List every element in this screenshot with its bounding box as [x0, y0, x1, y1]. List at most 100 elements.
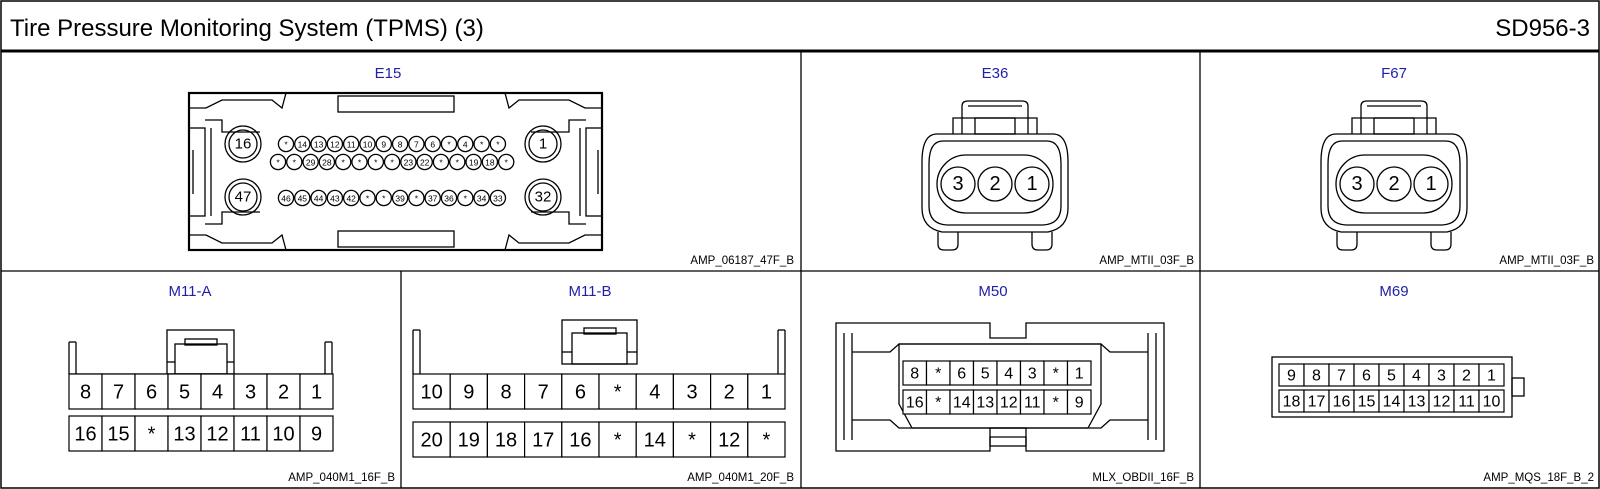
e15-model: AMP_06187_47F_B [690, 255, 794, 267]
e15-pin-label: 13 [314, 140, 324, 150]
e15-pin-label: 36 [444, 194, 454, 204]
m11b-pin-cell [635, 373, 675, 410]
m11a-pin-label: 6 [146, 382, 157, 404]
e36-model: AMP_MTII_03F_B [1099, 255, 1194, 267]
e15-pin-label: * [366, 194, 370, 204]
m50-pin-label: 8 [910, 366, 919, 383]
m11b-pin-label: 7 [538, 382, 549, 404]
m11b-pin-label: 6 [575, 382, 586, 404]
m50-pin-label: 6 [957, 366, 966, 383]
m50-pin-label: * [1053, 395, 1059, 412]
e15-pin-label: * [439, 158, 443, 168]
f67-pin [1339, 166, 1375, 202]
m50-name: M50 [978, 283, 1007, 300]
e15-pin [367, 153, 385, 171]
m50-pin-label: 3 [1028, 366, 1037, 383]
m11b-pin-cell [709, 421, 749, 458]
m69-pin-label: 7 [1337, 368, 1346, 385]
e15-pin [375, 135, 393, 153]
e15-pin [457, 135, 474, 153]
m11b-pin-cell [486, 373, 526, 410]
m11b-pin-label: 4 [649, 382, 660, 404]
e15-pin [489, 189, 507, 207]
m11a-pin-label: 10 [272, 424, 294, 446]
m11b-pin-label: 18 [495, 430, 517, 452]
e15-pin-label: * [374, 158, 378, 168]
m11a-pin-label: 3 [245, 382, 256, 404]
m11b-pin-label: 2 [724, 382, 735, 404]
m11b-pin-label: 20 [420, 430, 442, 452]
e15-pin-label: * [447, 140, 451, 150]
e15-pin [359, 189, 376, 207]
e15-pin [416, 153, 433, 171]
m11b-pin-label: 9 [463, 382, 474, 404]
e15-pin [440, 135, 458, 153]
f67-pin-label: 3 [1351, 173, 1362, 195]
e15-big-pin-ring [224, 178, 262, 216]
m50-pin-label: 14 [953, 395, 971, 412]
m11b-pin-cell [523, 421, 563, 458]
e15-pin-label: * [496, 140, 500, 150]
m11a-pin-label: * [148, 424, 156, 446]
m11a-pin-cell [101, 415, 136, 452]
e15-pin [294, 189, 311, 207]
e15-pin-label: * [464, 194, 468, 204]
e15-big-pin-label: 47 [235, 189, 252, 206]
e15-pin [326, 135, 344, 153]
m11b-pin-cell [598, 373, 637, 410]
e15-pin [497, 153, 515, 171]
m69-pin-label: 4 [1412, 368, 1421, 385]
f67-pin-label: 2 [1388, 173, 1399, 195]
e15-pin [318, 153, 336, 171]
e15-pin-label: 9 [381, 140, 386, 150]
e36-pin-label: 3 [952, 173, 963, 195]
m11b-pin-label: 8 [500, 382, 511, 404]
e15-big-pin-ring [524, 178, 562, 216]
f67-pin [1413, 166, 1449, 202]
e36-pin [940, 166, 976, 202]
e15-big-pin [528, 182, 558, 212]
e15-pin [440, 189, 458, 207]
e15-pin-label: * [382, 194, 386, 204]
e15-pin [473, 135, 490, 153]
e15-pin-label: 29 [306, 158, 316, 168]
e15-pin-label: 18 [485, 158, 495, 168]
m50-pin-label: 16 [906, 395, 924, 412]
m11b-pin-cell [672, 421, 712, 458]
e15-pin [310, 135, 327, 153]
m50-pin-label: 9 [1075, 395, 1084, 412]
e36-pin-label: 1 [1026, 173, 1037, 195]
m11b-pin-cell [449, 421, 489, 458]
m50-pin-label: 12 [1000, 395, 1018, 412]
e15-pin-label: 19 [469, 158, 479, 168]
m69-pin-label: 13 [1408, 394, 1426, 411]
e15-pin [481, 153, 499, 171]
m11a-pin-label: 4 [212, 382, 223, 404]
e15-pin [457, 189, 474, 207]
e15-pin [277, 135, 295, 153]
m11b-pin-cell [635, 421, 675, 458]
m69-pin-label: 5 [1387, 368, 1396, 385]
e15-pin [269, 153, 287, 171]
e15-pin [391, 189, 409, 207]
m11a-pin-cell [266, 373, 301, 410]
m11b-pin-label: 17 [532, 430, 554, 452]
m50-pin-label: 13 [976, 395, 994, 412]
m11a-model: AMP_040M1_16F_B [288, 472, 395, 484]
e15-pin [383, 153, 401, 171]
f67-pin [1376, 166, 1412, 202]
e36-housing [921, 133, 1069, 233]
e15-pin-label: * [342, 158, 346, 168]
m11a-pin-cell [233, 415, 268, 452]
m50-pin-label: 1 [1075, 366, 1084, 383]
e15-pin [342, 135, 360, 153]
m69-pin-label: 8 [1312, 368, 1321, 385]
m11b-pin-cell [561, 421, 600, 458]
f67-cavity [1335, 154, 1453, 214]
